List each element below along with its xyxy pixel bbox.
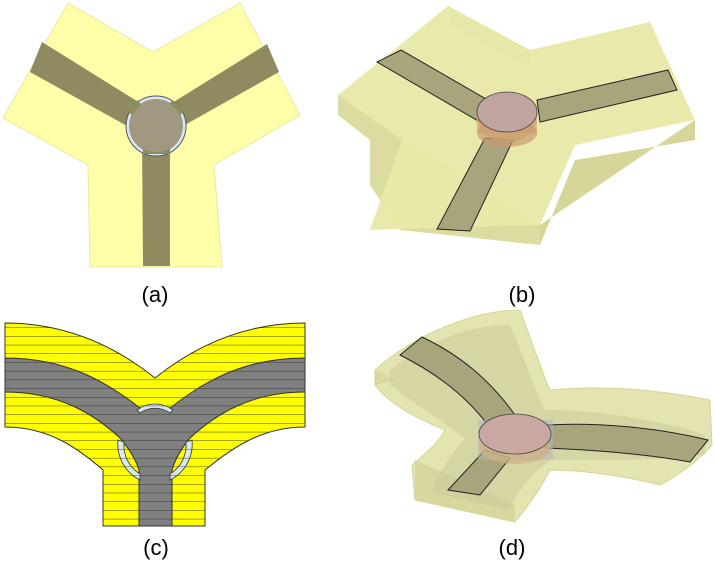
ferrite-disk bbox=[478, 413, 552, 455]
strip-arm-right bbox=[536, 69, 678, 123]
panel-b: (b) bbox=[330, 0, 714, 310]
panel-d: (d) bbox=[360, 310, 714, 579]
y-junction-3d-view bbox=[338, 6, 695, 245]
ferrite-disk bbox=[476, 91, 538, 133]
caption-a: (a) bbox=[141, 282, 169, 307]
caption-c: (c) bbox=[143, 535, 169, 560]
panel-a: (a) bbox=[0, 0, 310, 310]
caption-b: (b) bbox=[508, 282, 536, 307]
strip-arm-right bbox=[164, 44, 279, 130]
strip-arm-bottom bbox=[142, 140, 170, 266]
strip-arm-left bbox=[30, 42, 148, 132]
panel-c: (c) bbox=[0, 310, 330, 579]
caption-d: (d) bbox=[498, 535, 526, 560]
curved-y-junction-3d-view bbox=[374, 310, 713, 523]
y-junction-top-view bbox=[2, 2, 301, 268]
strip-arm-right bbox=[544, 423, 709, 463]
curved-y-junction-top-view bbox=[4, 322, 306, 527]
